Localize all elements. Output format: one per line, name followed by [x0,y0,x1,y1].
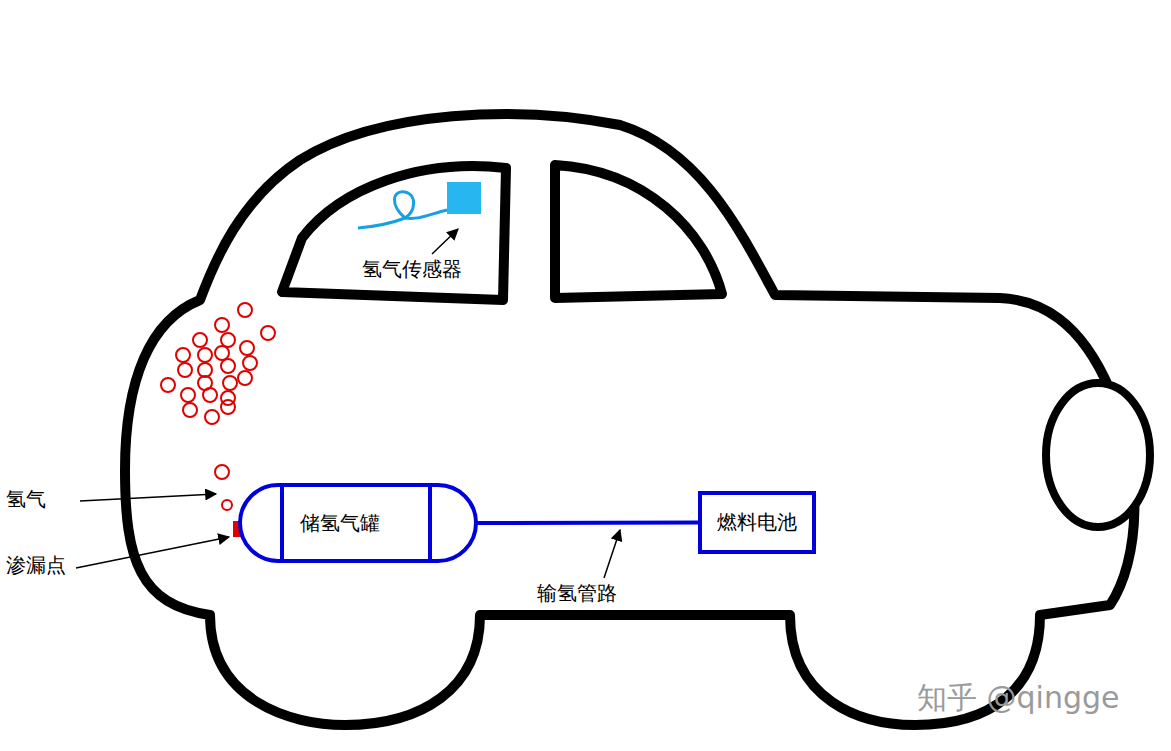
front-window [555,165,722,298]
hydrogen-bubble [198,348,212,362]
part-label: 氢气 [4,486,48,513]
headlight [1046,383,1150,527]
hydrogen-bubble [176,348,190,362]
rear-window [282,166,506,300]
hydrogen-bubble [161,378,175,392]
hydrogen-bubble [238,303,252,317]
hydrogen-bubble [240,341,254,355]
hydrogen-bubble [221,400,235,414]
hydrogen-bubble [178,363,192,377]
hydrogen-bubble [215,346,229,360]
storage-tank: 储氢气罐 [238,483,478,563]
hydrogen-pipe [476,521,700,526]
hydrogen-bubble [238,371,252,385]
node-label: 燃料电池 [717,509,797,536]
hydrogen-bubble [223,376,237,390]
leader-line [76,537,229,568]
hydrogen-bubble [193,333,207,347]
hydrogen-bubble [221,333,235,347]
leader-line [604,530,620,578]
hydrogen-bubble [203,388,217,402]
car-body [125,114,1134,725]
hydrogen-bubble [215,318,229,332]
hydrogen-bubble [243,356,257,370]
hydrogen-bubble [198,363,212,377]
hydrogen-bubble [221,359,235,373]
sensor-wire [358,192,447,228]
hydrogen-bubbles [161,303,275,510]
node-label: 储氢气罐 [300,510,380,537]
part-label: 渗漏点 [4,552,68,579]
watermark: 知乎 @qingge [915,678,1121,719]
hydrogen-bubble [261,326,275,340]
leader-line [80,494,216,501]
hydrogen-bubble [183,403,197,417]
hydrogen-bubble [222,500,232,510]
hydrogen-bubble [181,388,195,402]
leader-line [432,229,458,254]
part-label: 氢气传感器 [360,256,464,283]
hydrogen-sensor [447,182,481,214]
hydrogen-bubble [215,465,229,479]
hydrogen-bubble [205,410,219,424]
fuel-cell-box: 燃料电池 [698,491,816,554]
part-label: 输氢管路 [535,580,619,607]
